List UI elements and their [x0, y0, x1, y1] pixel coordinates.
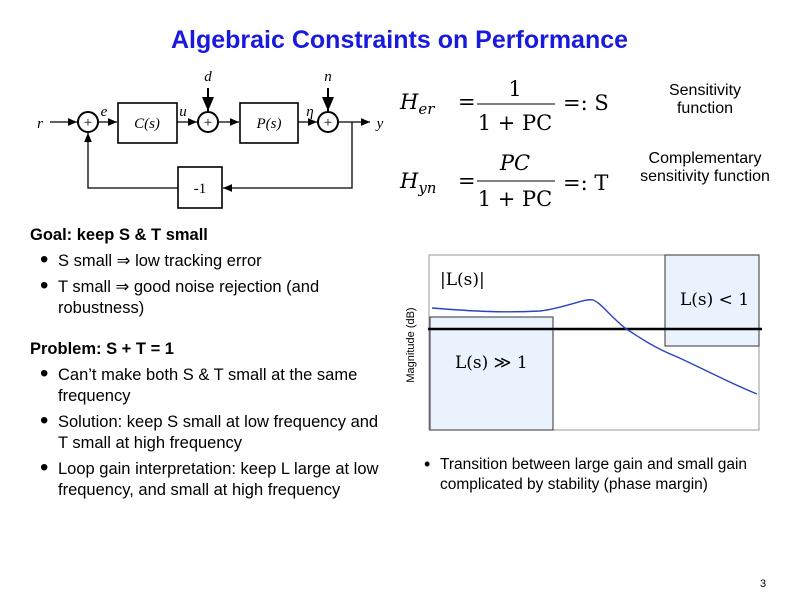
problem-bullet: Can’t make both S & T small at the same …	[30, 363, 392, 407]
problem-heading: Problem: S + T = 1	[30, 340, 174, 358]
signal-r: r	[37, 116, 43, 132]
low-frequency-box	[429, 316, 554, 431]
feedback-block	[177, 166, 223, 209]
her-numerator: 1	[508, 77, 521, 101]
complementary-label: Complementary sensitivity function	[640, 150, 770, 185]
loop-gain-plot: Magnitude (dB) |L(s)| L(s) ≫ 1 L(s) < 1	[405, 254, 762, 431]
loop-gain-curve	[431, 299, 758, 395]
controller-label: C(s)	[134, 116, 160, 132]
signal-y: y	[375, 116, 384, 132]
note-list: Transition between large gain and small …	[420, 454, 760, 500]
goal-heading: Goal: keep S & T small	[30, 226, 208, 244]
signal-eta: η	[306, 104, 313, 120]
high-frequency-box	[664, 254, 760, 347]
her-denominator: 1 + PC	[478, 111, 553, 135]
summing-junction-3	[317, 111, 339, 133]
hyn-equals: =	[458, 169, 476, 193]
transition-note: Transition between large gain and small …	[420, 454, 760, 495]
y-axis-label: Magnitude (dB)	[405, 307, 417, 382]
her-rhs: =: S	[563, 91, 609, 115]
summing-junction-1	[77, 111, 99, 133]
signal-d: d	[204, 69, 212, 85]
sensitivity-label: Sensitivity function	[668, 82, 742, 117]
her-lhs: Her	[399, 90, 435, 118]
low-box-label: L(s) ≫ 1	[455, 353, 528, 373]
signal-n: n	[324, 69, 332, 85]
sum-sign: +	[204, 115, 212, 131]
sum-sign: +	[324, 115, 332, 131]
plant-block	[239, 102, 299, 144]
problem-section: Problem: S + T = 1 Can’t make both S & T…	[30, 340, 392, 506]
problem-bullet: Loop gain interpretation: keep L large a…	[30, 457, 392, 501]
page-number: 3	[760, 578, 767, 590]
goal-section: Goal: keep S & T small S small ⇒ low tra…	[30, 226, 395, 324]
slide-title: Algebraic Constraints on Performance	[170, 26, 629, 54]
signal-e: e	[101, 104, 108, 120]
plant-label: P(s)	[256, 116, 282, 132]
hyn-numerator: PC	[499, 151, 530, 175]
her-equals: =	[458, 90, 476, 114]
problem-bullet: Solution: keep S small at low frequency …	[30, 410, 392, 454]
high-box-label: L(s) < 1	[680, 290, 749, 310]
sum-sign: +	[84, 115, 92, 131]
hyn-rhs: =: T	[563, 171, 608, 195]
curve-label: |L(s)|	[440, 270, 485, 290]
hyn-lhs: Hyn	[399, 169, 436, 197]
feedback-label: -1	[194, 181, 207, 197]
goal-bullet: T small ⇒ good noise rejection (and robu…	[30, 275, 395, 319]
signal-u: u	[179, 104, 187, 120]
summing-junction-2	[197, 111, 219, 133]
goal-bullet: S small ⇒ low tracking error	[30, 249, 395, 272]
controller-block	[117, 102, 178, 144]
hyn-denominator: 1 + PC	[478, 187, 553, 211]
